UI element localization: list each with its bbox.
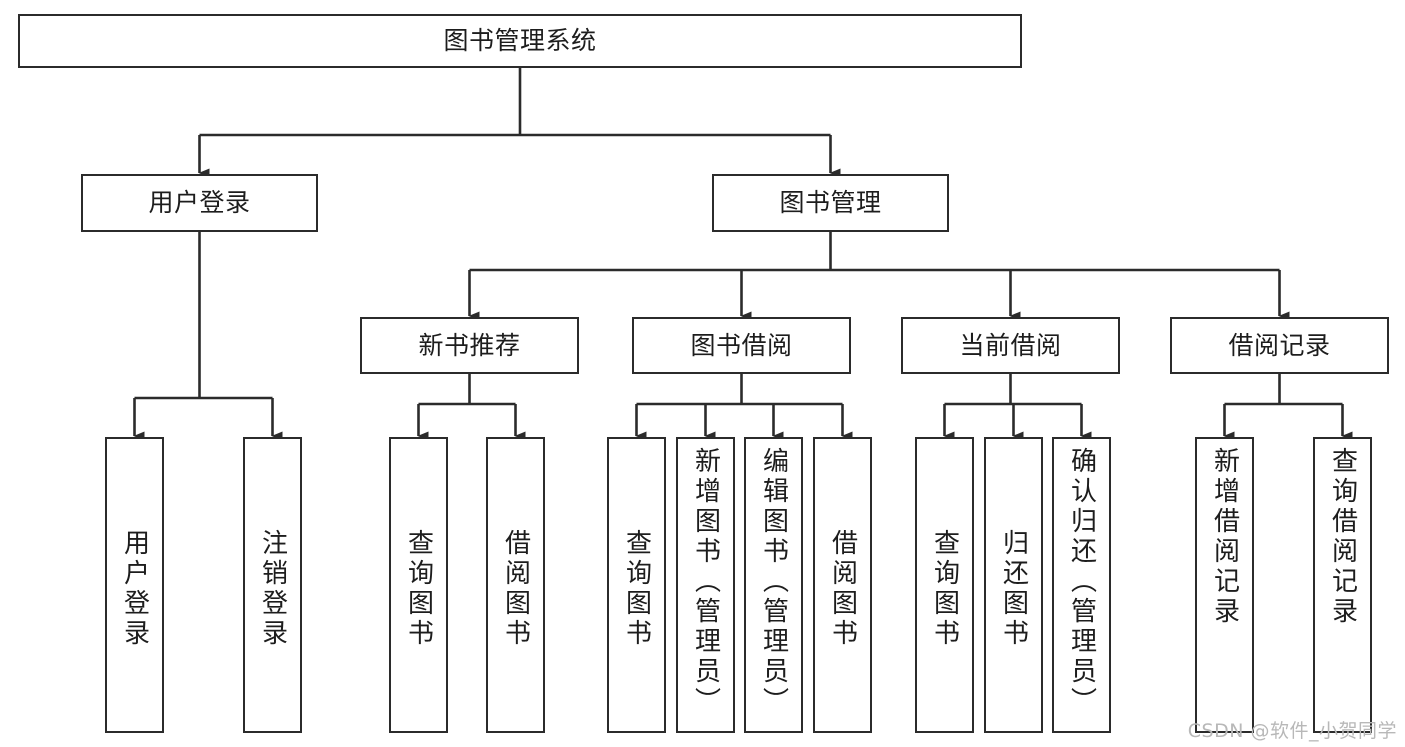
node-leaf-confirm-return[interactable]: 确认归还（管理员） <box>1052 437 1111 733</box>
node-leaf-add-borrow-record[interactable]: 新增借阅记录 <box>1195 437 1254 733</box>
node-label: 图书管理 <box>779 188 882 218</box>
node-label: 当前借阅 <box>959 330 1062 360</box>
node-label: 图书管理系统 <box>443 26 597 56</box>
node-leaf-return-book[interactable]: 归还图书 <box>984 437 1043 733</box>
node-label: 查询借阅记录 <box>1327 447 1358 627</box>
node-borrow-record[interactable]: 借阅记录 <box>1170 317 1389 374</box>
node-leaf-edit-book[interactable]: 编辑图书（管理员） <box>744 437 803 733</box>
node-leaf-user-login[interactable]: 用户登录 <box>105 437 164 733</box>
watermark-label: CSDN @软件_小贺同学 <box>1187 720 1397 742</box>
node-book-borrow[interactable]: 图书借阅 <box>632 317 851 374</box>
node-leaf-add-book[interactable]: 新增图书（管理员） <box>676 437 735 733</box>
node-label: 新增图书（管理员） <box>690 447 721 717</box>
node-label: 查询图书 <box>621 529 652 649</box>
node-leaf-query-book-3[interactable]: 查询图书 <box>915 437 974 733</box>
node-label: 借阅记录 <box>1228 330 1331 360</box>
node-root[interactable]: 图书管理系统 <box>18 14 1022 68</box>
node-leaf-user-logout[interactable]: 注销登录 <box>243 437 302 733</box>
node-label: 借阅图书 <box>500 529 531 649</box>
node-current-borrow[interactable]: 当前借阅 <box>901 317 1120 374</box>
node-leaf-query-book-1[interactable]: 查询图书 <box>389 437 448 733</box>
node-label: 归还图书 <box>998 529 1029 649</box>
node-book-management[interactable]: 图书管理 <box>712 174 949 232</box>
node-user-login[interactable]: 用户登录 <box>81 174 318 232</box>
node-leaf-query-book-2[interactable]: 查询图书 <box>607 437 666 733</box>
node-leaf-borrow-book-1[interactable]: 借阅图书 <box>486 437 545 733</box>
node-label: 新书推荐 <box>418 330 521 360</box>
node-new-book-recommend[interactable]: 新书推荐 <box>360 317 579 374</box>
node-label: 图书借阅 <box>690 330 793 360</box>
node-label: 查询图书 <box>929 529 960 649</box>
node-label: 新增借阅记录 <box>1209 447 1240 627</box>
node-leaf-borrow-book-2[interactable]: 借阅图书 <box>813 437 872 733</box>
node-label: 用户登录 <box>148 188 251 218</box>
node-label: 借阅图书 <box>827 529 858 649</box>
node-label: 确认归还（管理员） <box>1066 447 1097 717</box>
node-leaf-query-borrow-record[interactable]: 查询借阅记录 <box>1313 437 1372 733</box>
node-label: 注销登录 <box>257 529 288 649</box>
node-label: 编辑图书（管理员） <box>758 447 789 717</box>
node-label: 查询图书 <box>403 529 434 649</box>
node-label: 用户登录 <box>119 529 150 649</box>
